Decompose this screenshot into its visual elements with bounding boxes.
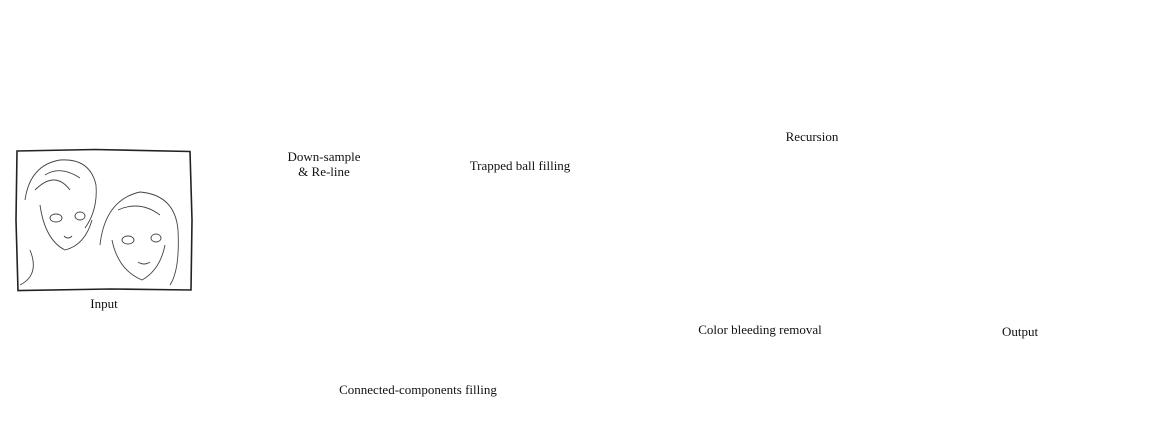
output-label: Output [1001,324,1039,339]
recursion-label: Recursion [785,129,839,144]
trapped-label: Trapped ball filling [469,158,571,173]
input-sketch [19,159,179,286]
connected-label: Connected-components filling [339,382,497,397]
downsample-label-line2: & Re-line [298,164,350,179]
downsample-label-line1: Down-sample [287,149,361,164]
input-frame [15,148,193,292]
bleeding-label: Color bleeding removal [698,322,822,337]
input-stage [15,148,193,292]
input-label: Input [90,296,118,311]
